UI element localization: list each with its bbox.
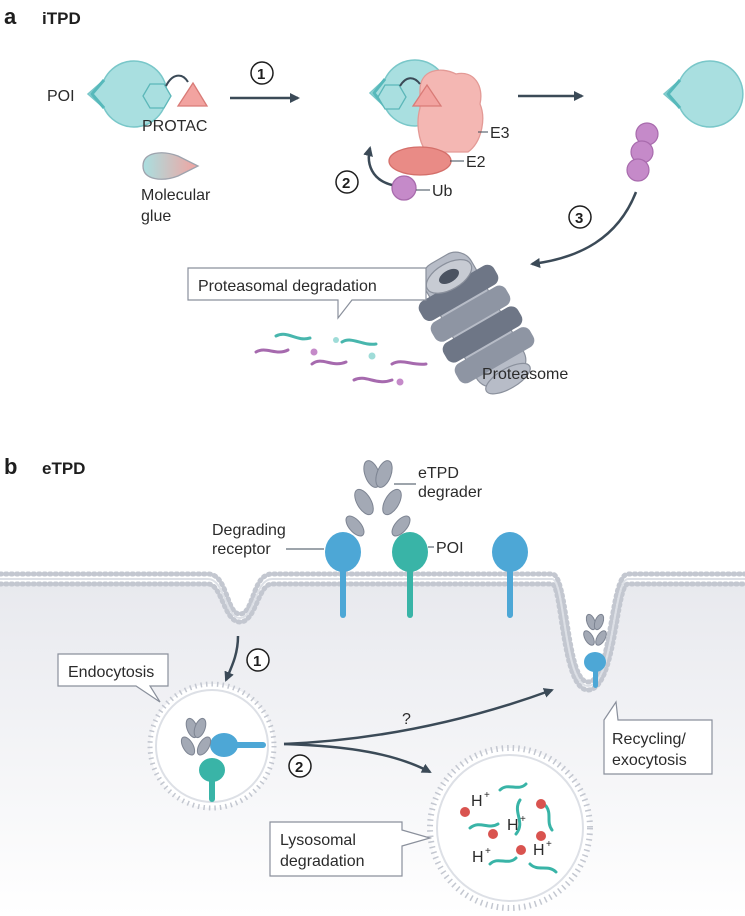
ternary-complex: E3 E2 Ub — [368, 59, 510, 201]
etpd-degrader — [345, 460, 411, 537]
e3-label: E3 — [490, 125, 510, 142]
molecular-glue-label-line1: Molecular — [141, 187, 211, 204]
step1-number-b: 1 — [253, 653, 261, 670]
proton-2-h: H — [507, 817, 519, 834]
molecular-glue: Molecular glue — [141, 152, 211, 225]
ub-label: Ub — [432, 183, 453, 200]
protac-label: PROTAC — [142, 118, 207, 135]
proton-3-plus: + — [485, 846, 491, 857]
plasma-membrane — [0, 571, 745, 693]
step2-number-b: 2 — [295, 759, 303, 776]
poi-membrane — [392, 532, 428, 618]
degrading-receptor-free — [492, 532, 528, 618]
proton-4-h: H — [533, 842, 545, 859]
lysosomal-label-line1: Lysosomal — [280, 832, 356, 849]
receptor-label-line1: Degrading — [212, 522, 286, 539]
molecular-glue-label-line2: glue — [141, 208, 171, 225]
proteasome-label: Proteasome — [482, 366, 568, 383]
endocytosis-label: Endocytosis — [68, 664, 154, 681]
e2-label: E2 — [466, 154, 486, 171]
degrader-label-line1: eTPD — [418, 465, 459, 482]
step3-arrow-a: 3 — [530, 191, 638, 268]
step1-number-a: 1 — [257, 66, 265, 83]
recycling-label-line2: exocytosis — [612, 752, 687, 769]
poi-label-b: POI — [436, 540, 464, 557]
proton-1-h: H — [471, 793, 483, 810]
step2-arrows-b: 2 ? — [283, 688, 554, 778]
recycling-label-line1: Recycling/ — [612, 731, 686, 748]
proton-3-h: H — [472, 849, 484, 866]
lysosomal-label-line2: degradation — [280, 853, 365, 870]
panel-a-title: iTPD — [42, 9, 81, 28]
question-mark: ? — [402, 711, 411, 728]
panel-b-letter: b — [4, 454, 17, 479]
lysosomal-callout: Lysosomal degradation — [269, 821, 433, 877]
panel-b-title: eTPD — [42, 459, 85, 478]
lysosome: H + H + H + H + — [427, 745, 593, 911]
endosome-vesicle — [147, 681, 277, 811]
panel-a-letter: a — [4, 4, 17, 29]
proton-1-plus: + — [484, 790, 490, 801]
step3-number-a: 3 — [575, 210, 583, 227]
degrader-label-line2: degrader — [418, 484, 483, 501]
peptide-fragments — [254, 332, 428, 386]
proton-2-plus: + — [520, 814, 526, 825]
degrading-receptor — [325, 532, 361, 618]
step1-arrow-a: 1 — [230, 61, 300, 103]
ubiquitinated-poi — [626, 60, 744, 182]
panel-a: a iTPD POI PROTAC Molecular glue 1 — [4, 4, 744, 395]
proteasomal-degradation-callout: Proteasomal degradation — [187, 267, 427, 320]
endocytosis-callout: Endocytosis — [57, 653, 169, 703]
recycling-pit-contents — [583, 613, 607, 688]
proteasome: Proteasome — [418, 251, 568, 395]
recycling-callout: Recycling/ exocytosis — [603, 700, 713, 775]
step2-number-a: 2 — [342, 175, 350, 192]
receptor-label-line2: receptor — [212, 541, 271, 558]
poi-label-a: POI — [47, 88, 75, 105]
step1-arrow-b: 1 — [224, 635, 270, 682]
panel-b: b eTPD — [0, 454, 745, 916]
proton-4-plus: + — [546, 839, 552, 850]
step2-arrow-a: 2 — [335, 146, 393, 194]
proteasomal-degradation-label: Proteasomal degradation — [198, 278, 377, 295]
protac-molecule: PROTAC — [142, 74, 209, 135]
